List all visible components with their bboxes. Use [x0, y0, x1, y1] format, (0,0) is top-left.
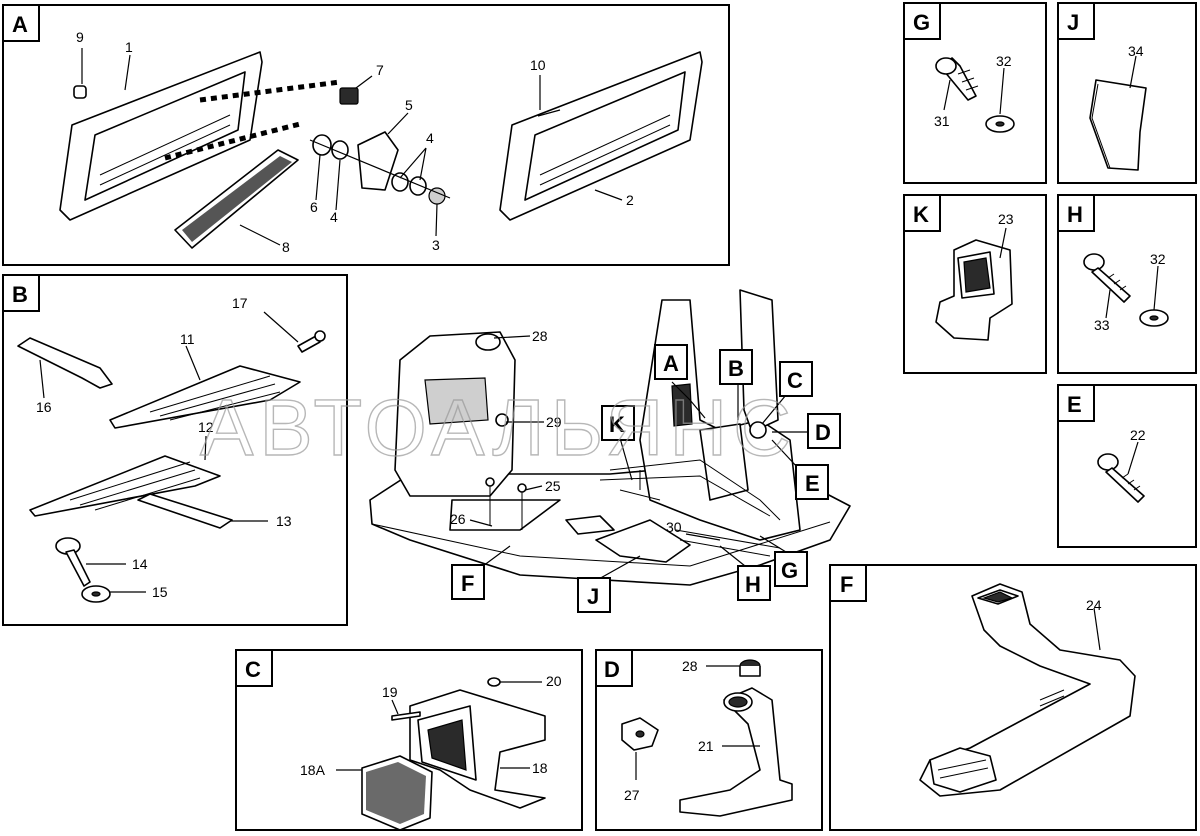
label-a-6: 6: [310, 199, 318, 215]
label-d-21: 21: [698, 738, 714, 754]
panel-f: F 24: [829, 564, 1197, 831]
label-c-19: 19: [382, 684, 398, 700]
label-b-13: 13: [276, 513, 292, 529]
label-h-33: 33: [1094, 317, 1110, 333]
label-b-17: 17: [232, 295, 248, 311]
label-a-7: 7: [376, 62, 384, 78]
label-c-18: 18: [532, 760, 548, 776]
label-b-14: 14: [132, 556, 148, 572]
label-c-18a: 18A: [300, 762, 326, 778]
label-e-22: 22: [1130, 427, 1146, 443]
panel-j: J 34: [1057, 2, 1197, 184]
panel-b: B 17 11 16 12 13 14 15: [2, 274, 348, 626]
panel-e: E 22: [1057, 384, 1197, 548]
panel-d: D 28 21 27: [595, 649, 823, 831]
callout-f: F: [461, 571, 474, 596]
label-a-2: 2: [626, 192, 634, 208]
label-d-28: 28: [682, 658, 698, 674]
label-a-3: 3: [432, 237, 440, 253]
label-a-1: 1: [125, 39, 133, 55]
panel-a-letter: A: [12, 12, 28, 37]
callout-g: G: [781, 558, 798, 583]
panel-h-letter: H: [1067, 202, 1083, 227]
panel-k: K 23: [903, 194, 1047, 374]
label-b-11: 11: [180, 331, 195, 347]
label-a-8: 8: [282, 239, 290, 255]
callout-h: H: [745, 572, 761, 597]
panel-e-letter: E: [1067, 392, 1082, 417]
label-f-24: 24: [1086, 597, 1102, 613]
callout-k: K: [609, 412, 625, 437]
callout-b: B: [728, 356, 744, 381]
label-main-30: 30: [666, 519, 682, 535]
panel-k-letter: K: [913, 202, 929, 227]
label-b-16: 16: [36, 399, 52, 415]
panel-c-letter: C: [245, 657, 261, 682]
label-d-27: 27: [624, 787, 640, 803]
label-a-5: 5: [405, 97, 413, 113]
label-k-23: 23: [998, 211, 1014, 227]
label-main-28: 28: [532, 328, 548, 344]
callout-c: C: [787, 368, 803, 393]
label-a-10: 10: [530, 57, 546, 73]
panel-f-letter: F: [840, 572, 853, 597]
label-j-34: 34: [1128, 43, 1144, 59]
main-assembly: 28 29 25 26 30 A B C D E K F J H G: [369, 289, 851, 613]
panel-j-letter: J: [1067, 10, 1079, 35]
label-g-32: 32: [996, 53, 1012, 69]
callout-j: J: [587, 584, 599, 609]
label-main-25: 25: [545, 478, 561, 494]
panel-b-letter: B: [12, 282, 28, 307]
label-c-20: 20: [546, 673, 562, 689]
callout-e: E: [805, 471, 820, 496]
panel-d-letter: D: [604, 657, 620, 682]
label-b-15: 15: [152, 584, 168, 600]
label-a-9: 9: [76, 29, 84, 45]
panel-c: C 19 20 18A 18: [235, 649, 583, 831]
label-h-32: 32: [1150, 251, 1166, 267]
callout-d: D: [815, 420, 831, 445]
callout-a: A: [663, 351, 679, 376]
label-b-12: 12: [198, 419, 214, 435]
label-main-29: 29: [546, 414, 562, 430]
panel-h: H 32 33: [1057, 194, 1197, 374]
label-a-4-lower: 4: [330, 209, 338, 225]
label-main-26: 26: [450, 511, 466, 527]
watermark: АВТОАЛЬЯНС: [200, 383, 797, 472]
label-a-4-upper: 4: [426, 130, 434, 146]
panel-g-letter: G: [913, 10, 930, 35]
panel-g: G 32 31: [903, 2, 1047, 184]
panel-a: A: [2, 4, 730, 266]
label-g-31: 31: [934, 113, 950, 129]
